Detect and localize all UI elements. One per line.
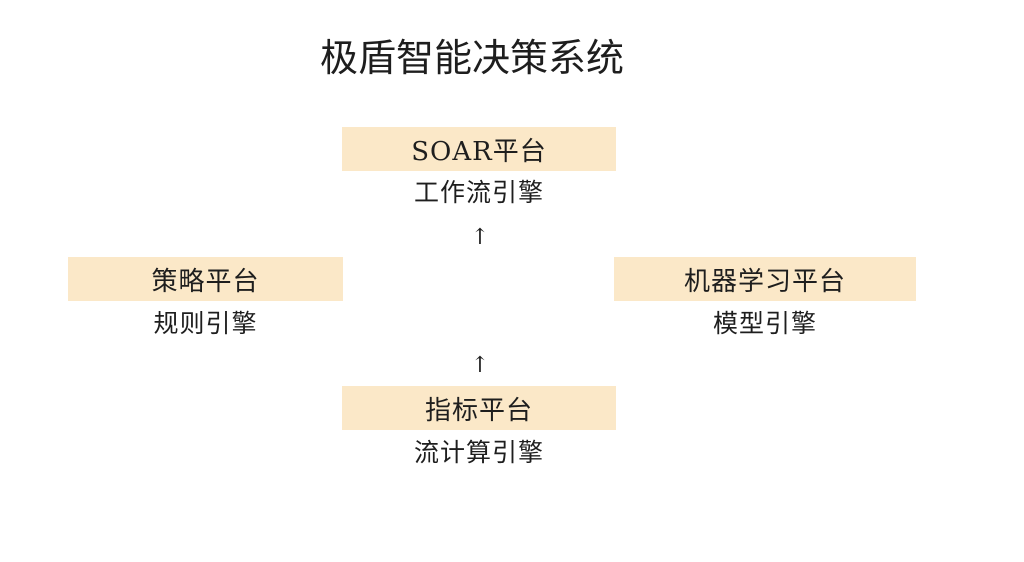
diagram-title: 极盾智能决策系统 [320,36,625,80]
rule-engine-label: 规则引擎 [153,309,258,338]
soar-platform-box: SOAR平台 [342,127,616,171]
stream-compute-engine-label: 流计算引擎 [413,438,544,467]
up-arrow-icon: ↑ [470,225,490,250]
workflow-engine-label: 工作流引擎 [413,178,544,207]
metric-platform-box: 指标平台 [342,386,616,430]
policy-platform-box: 策略平台 [68,257,343,301]
up-arrow-icon: ↑ [470,353,490,378]
model-engine-label: 模型引擎 [712,309,817,338]
ml-platform-box: 机器学习平台 [614,257,916,301]
